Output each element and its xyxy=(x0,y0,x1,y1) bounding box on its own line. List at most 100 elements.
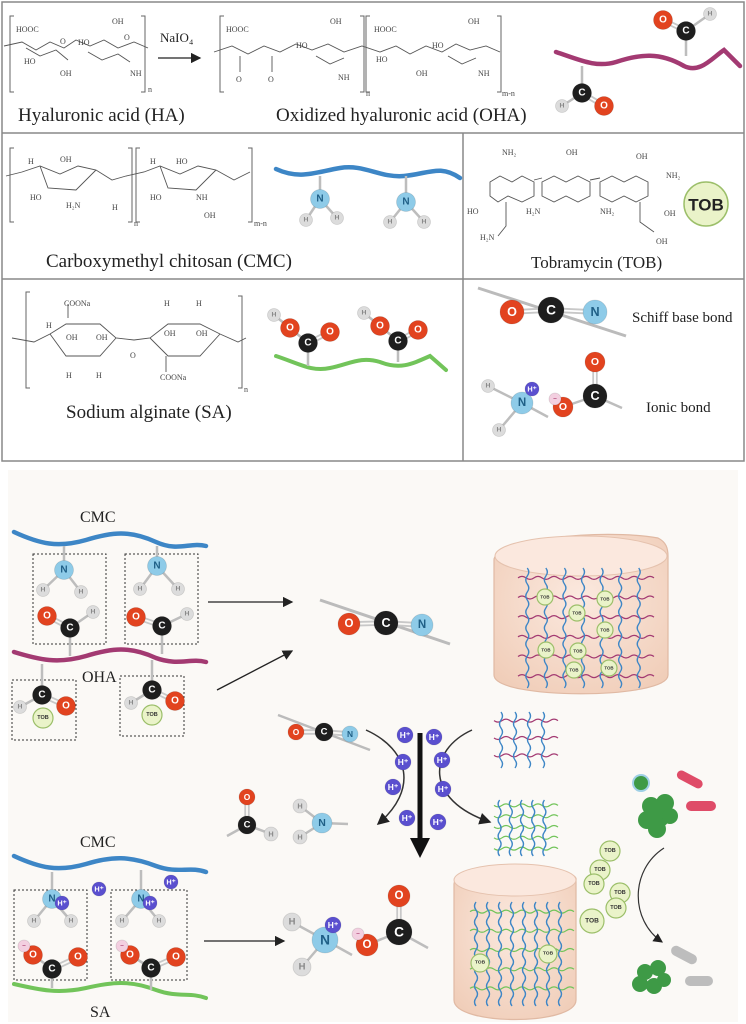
atom-symbol: C xyxy=(147,963,154,974)
chem-label: HO xyxy=(150,193,162,202)
sa-chain xyxy=(12,981,208,1000)
crosslink-strand xyxy=(469,928,575,933)
atom-symbol: C xyxy=(158,621,165,632)
reagent-label: NaIO₄ xyxy=(160,30,194,45)
chem-label: H xyxy=(66,371,72,380)
polymer-mesh xyxy=(493,799,559,857)
proton-ion: H⁺ xyxy=(163,874,179,890)
nitrogen-atom: N xyxy=(311,926,339,954)
chem-label: H₂N xyxy=(526,207,541,216)
oxygen-atom: O xyxy=(165,691,185,711)
tob-text: TOB xyxy=(572,611,581,616)
atom-symbol: C xyxy=(682,26,689,37)
proton-ion: H⁺ xyxy=(91,881,107,897)
atom-symbol: H xyxy=(362,310,367,317)
atom-symbol: H⁺ xyxy=(400,730,410,740)
chem-label: HO xyxy=(30,193,42,202)
chem-label: H xyxy=(196,299,202,308)
oxygen-atom: O xyxy=(653,10,673,30)
chem-label: HO xyxy=(78,38,90,47)
crosslink-strand xyxy=(493,814,559,819)
proton-ion: H⁺ xyxy=(384,778,402,796)
bacteria-cluster xyxy=(638,794,678,838)
atom-symbol: O xyxy=(293,727,300,737)
tob-molecule: TOB xyxy=(537,641,555,659)
hydrogen-atom: H xyxy=(152,914,166,928)
atom-symbol: H⁺ xyxy=(527,385,536,394)
carbon-atom: C xyxy=(42,959,62,979)
crosslink-strand xyxy=(493,824,559,830)
atom-symbol: − xyxy=(22,943,26,950)
atom-symbol: O xyxy=(43,611,51,622)
polymer-mesh xyxy=(493,711,559,769)
carbon-atom: C xyxy=(237,815,257,835)
atom-symbol: O xyxy=(244,792,251,802)
atom-symbol: O xyxy=(126,950,134,961)
hydrogen-atom: H xyxy=(171,582,185,596)
crosslink-strand xyxy=(517,615,655,620)
crosslink-strand xyxy=(493,753,559,758)
oxygen-atom: O xyxy=(287,723,305,741)
chem-label: NH xyxy=(196,193,208,202)
oxygen-atom: O xyxy=(23,945,43,965)
proton-ion: H⁺ xyxy=(524,381,540,397)
atom-symbol: N xyxy=(316,194,323,205)
atom-symbol: O xyxy=(591,356,599,368)
tob-text: TOB xyxy=(475,960,486,966)
chem-label: OH xyxy=(330,17,342,26)
atom-symbol: O xyxy=(345,618,354,630)
crosslink-strand xyxy=(517,634,655,639)
amine-fragment: NHH xyxy=(292,798,349,845)
hydrogen-atom: H xyxy=(292,957,312,977)
proton-ion: H⁺ xyxy=(425,728,443,746)
atom-symbol: H xyxy=(486,383,491,390)
ha-label: Hyaluronic acid (HA) xyxy=(18,105,185,126)
chem-label: OH xyxy=(96,333,108,342)
repeat-index: n xyxy=(366,89,370,98)
atom-symbol: N xyxy=(518,397,526,409)
chem-label: NH xyxy=(130,69,142,78)
hydrogen-atom: H xyxy=(13,700,27,714)
structures-table xyxy=(1,1,745,462)
repeat-index: n xyxy=(134,219,138,228)
atom-symbol: C xyxy=(590,389,599,403)
atom-symbol: N xyxy=(48,894,55,905)
atom-symbol: H xyxy=(422,219,427,226)
chem-label: H xyxy=(28,157,34,166)
crosslink-strand xyxy=(493,846,559,851)
atom-symbol: H xyxy=(708,11,713,18)
bacteria-before xyxy=(632,770,716,838)
chem-label: COONa xyxy=(64,299,91,308)
bacterium-rod xyxy=(676,770,703,789)
cmc-chain-label-2: CMC xyxy=(80,834,116,851)
chem-label: H₂N xyxy=(480,233,495,242)
atom-symbol: H⁺ xyxy=(388,782,398,792)
atom-symbol: − xyxy=(120,943,124,950)
oxygen-atom: O xyxy=(594,96,614,116)
reaction-arrow xyxy=(216,650,294,691)
proton-ion: H⁺ xyxy=(394,753,412,771)
chem-label: OH xyxy=(196,329,208,338)
cmc-strand xyxy=(508,799,513,857)
repeat-index: n xyxy=(148,85,152,94)
hydrogen-atom: H xyxy=(133,582,147,596)
ph-trigger-arrowhead xyxy=(410,838,430,858)
chem-label: OH xyxy=(204,211,216,220)
molecule: NHH xyxy=(292,798,349,845)
hydrogen-atom: H xyxy=(282,912,302,932)
network-fragment-sa-cmc xyxy=(493,799,559,857)
acid-split-arrow-right xyxy=(438,729,492,825)
oha-chain xyxy=(553,47,743,71)
ha-structure: HOOC OH HO HO OH NH O O n xyxy=(3,15,152,94)
repeat-index: m-n xyxy=(254,219,267,228)
atom-symbol: O xyxy=(414,325,422,336)
cmc-strand xyxy=(509,901,515,1007)
atom-symbol: O xyxy=(559,401,567,413)
antibacterial-arrow xyxy=(637,847,665,943)
atom-symbol: O xyxy=(600,101,608,112)
carbon-atom: C xyxy=(60,618,80,638)
tob-text: TOB xyxy=(543,951,554,957)
crosslink-strand xyxy=(469,909,575,914)
